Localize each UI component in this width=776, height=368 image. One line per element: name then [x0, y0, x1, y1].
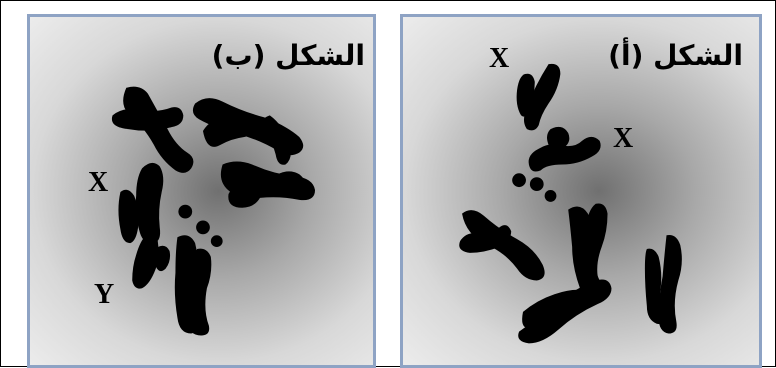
centromere-dot-a2	[529, 177, 544, 191]
panel-a: الشكل (أ) X X	[400, 14, 762, 368]
chromosome-b4	[174, 235, 212, 336]
label-x2-a: X	[613, 123, 634, 154]
label-x-b: X	[88, 167, 109, 198]
chromosome-b3	[220, 161, 316, 208]
panel-b: الشكل (ب) X Y	[27, 14, 376, 368]
label-x1-a: X	[489, 43, 510, 74]
panel-b-title: الشكل (ب)	[211, 39, 365, 72]
centromere-dot-1	[178, 204, 193, 219]
chromosome-b1	[111, 86, 194, 173]
chromosome-a1	[459, 210, 545, 281]
panel-a-title: الشكل (أ)	[608, 39, 743, 72]
panel-b-chromosomes	[111, 86, 316, 336]
centromere-dot-a3	[544, 190, 557, 202]
chromosome-b-x	[118, 162, 164, 244]
chromosome-a2	[518, 203, 612, 344]
chromosome-b-y	[132, 234, 171, 289]
panel-a-chromosomes	[459, 63, 682, 344]
chromosome-a-x2	[528, 126, 601, 172]
chromosome-b2	[192, 98, 304, 165]
centromere-dot-a1	[512, 173, 526, 188]
centromere-dot-2	[196, 220, 210, 235]
label-y-b: Y	[94, 279, 115, 310]
chromosome-a3	[644, 234, 682, 334]
chromosome-a-x1	[516, 63, 561, 131]
centromere-dot-3	[210, 235, 223, 248]
